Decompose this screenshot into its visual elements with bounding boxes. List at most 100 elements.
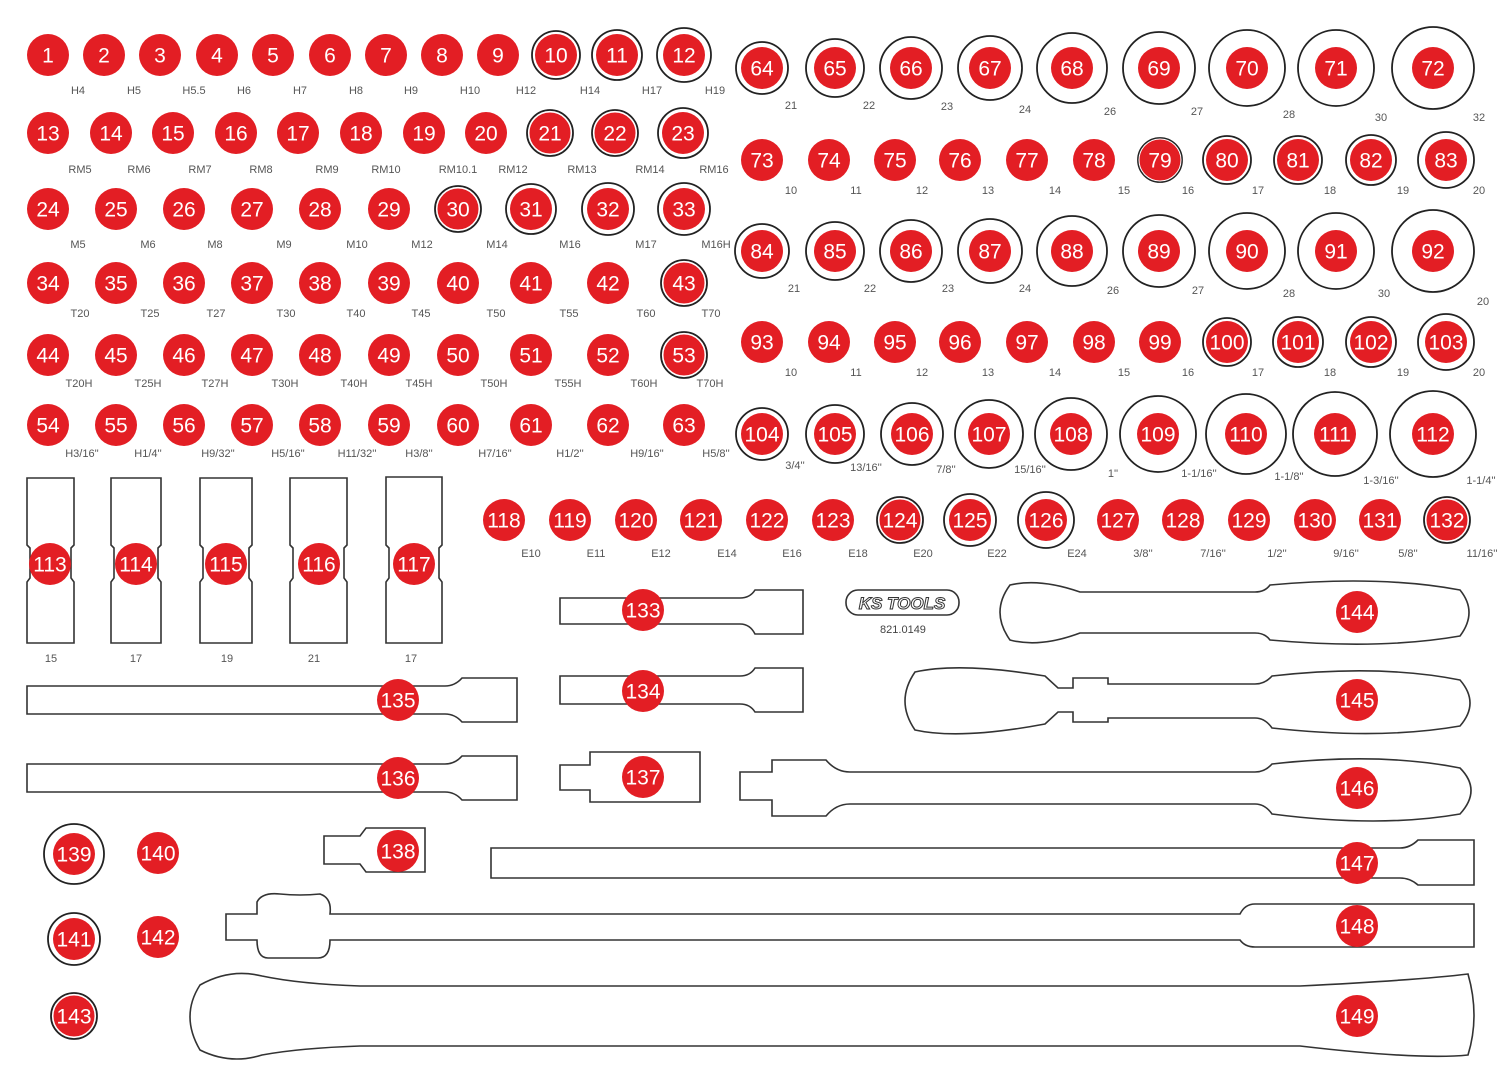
size-label: H5/8'' <box>702 448 729 460</box>
size-label: H4 <box>71 85 85 97</box>
marker-dot <box>95 404 137 446</box>
size-label: 26 <box>1104 106 1116 118</box>
marker-number: 24 <box>36 199 60 222</box>
extension-outline <box>559 589 804 635</box>
marker-98: 98 15 <box>1073 321 1130 379</box>
marker-139: 139 <box>43 823 105 885</box>
marker-number: 45 <box>104 345 127 368</box>
marker-number: 84 <box>750 241 774 264</box>
marker-number: 32 <box>596 199 619 222</box>
size-label: 32 <box>1473 112 1485 124</box>
size-label: 17 <box>130 653 142 665</box>
size-label: T30H <box>272 378 299 390</box>
marker-138: 138 <box>377 830 419 872</box>
marker-number: 119 <box>553 510 586 533</box>
marker-dot <box>377 830 419 872</box>
marker-number: 144 <box>1339 602 1374 625</box>
size-label: T50 <box>487 308 506 320</box>
marker-number: 30 <box>446 199 469 222</box>
marker-dot <box>1025 499 1067 541</box>
size-label: H9/16'' <box>630 448 664 460</box>
marker-dot <box>231 188 273 230</box>
marker-number: 102 <box>1353 332 1388 355</box>
size-label: E11 <box>587 548 606 560</box>
marker-dot <box>29 543 71 585</box>
marker-dot <box>1336 905 1378 947</box>
marker-number: 60 <box>446 415 469 438</box>
marker-number: 16 <box>224 123 247 146</box>
marker-number: 143 <box>56 1006 91 1029</box>
handle-outline <box>999 580 1470 645</box>
size-label: E10 <box>521 548 541 560</box>
marker-dot <box>368 188 410 230</box>
marker-number: 98 <box>1082 332 1105 355</box>
marker-number: 149 <box>1339 1006 1374 1029</box>
marker-dot <box>1425 139 1467 181</box>
size-label: T55 <box>560 308 579 320</box>
size-label: 13/16'' <box>850 462 882 474</box>
marker-dot <box>137 832 179 874</box>
marker-number: 87 <box>978 241 1001 264</box>
size-label: H5 <box>127 85 141 97</box>
marker-dot <box>365 34 407 76</box>
marker-dot <box>622 756 664 798</box>
size-label: M10 <box>346 239 367 251</box>
marker-number: 122 <box>749 510 784 533</box>
marker-number: 56 <box>172 415 195 438</box>
marker-dot <box>680 499 722 541</box>
marker-dot <box>231 334 273 376</box>
size-label: 14 <box>1049 185 1061 197</box>
size-label: 13 <box>982 367 994 379</box>
marker-dot <box>890 230 932 272</box>
size-label: 15 <box>1118 367 1130 379</box>
marker-dot <box>939 139 981 181</box>
extension-outline <box>490 839 1475 886</box>
marker-1: 1H4 <box>27 34 85 97</box>
size-label: 20 <box>1473 367 1485 379</box>
marker-dot <box>27 112 69 154</box>
size-label: 21 <box>308 653 320 665</box>
size-label: T27H <box>202 378 229 390</box>
size-label: 19 <box>221 653 233 665</box>
marker-dot <box>891 413 933 455</box>
marker-dot <box>152 112 194 154</box>
marker-number: 81 <box>1286 150 1309 173</box>
marker-number: 59 <box>377 415 400 438</box>
size-label: T25H <box>135 378 162 390</box>
marker-number: 140 <box>140 843 175 866</box>
marker-dot <box>622 670 664 712</box>
marker-dot <box>1277 321 1319 363</box>
marker-5: 5H7 <box>252 34 307 97</box>
marker-145: 145 <box>1336 679 1378 721</box>
marker-dot <box>83 34 125 76</box>
marker-number: 113 <box>33 554 66 577</box>
size-label: 1-1/16'' <box>1181 468 1216 480</box>
marker-dot <box>510 404 552 446</box>
